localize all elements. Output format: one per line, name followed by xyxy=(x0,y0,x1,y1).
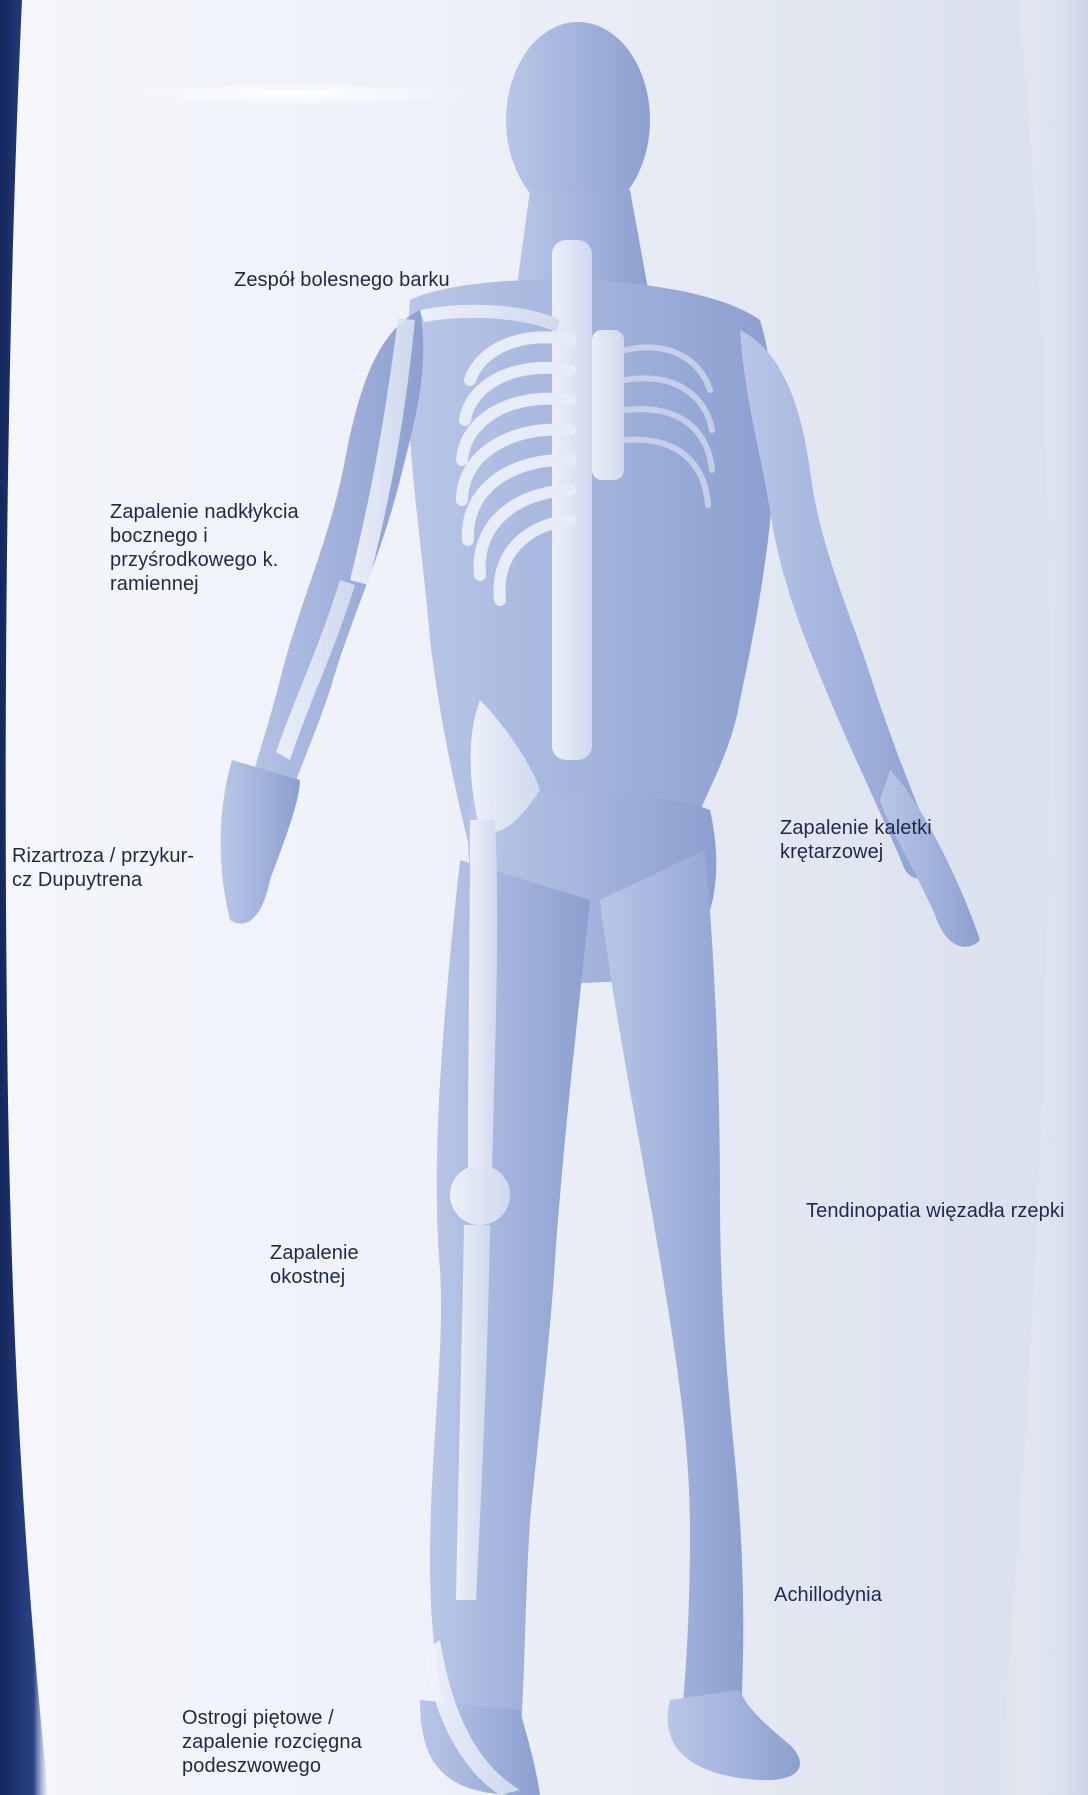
label-elbow-line-2: bocznego i xyxy=(110,524,299,548)
label-trochanteric-bursitis: Zapalenie kaletki krętarzowej xyxy=(780,816,932,864)
label-hand-line-1: Rizartroza / przykur- xyxy=(12,844,194,868)
label-rhizarthrosis: Rizartroza / przykur- cz Dupuytrena xyxy=(12,844,194,892)
label-shin-line-2: okostnej xyxy=(270,1265,359,1289)
label-shoulder-pain: Zespół bolesnego barku xyxy=(234,268,450,292)
label-achillodynia: Achillodynia xyxy=(774,1583,882,1607)
label-hip-line-2: krętarzowej xyxy=(780,840,932,864)
label-achilles-line-1: Achillodynia xyxy=(774,1583,882,1607)
label-heel-line-2: zapalenie rozcięgna xyxy=(182,1730,362,1754)
label-hip-line-1: Zapalenie kaletki xyxy=(780,816,932,840)
label-epicondylitis: Zapalenie nadkłykcia bocznego i przyśrod… xyxy=(110,500,299,596)
label-elbow-line-1: Zapalenie nadkłykcia xyxy=(110,500,299,524)
label-heel-spur: Ostrogi piętowe / zapalenie rozcięgna po… xyxy=(182,1706,362,1778)
label-hand-line-2: cz Dupuytrena xyxy=(12,868,194,892)
label-knee-line-1: Tendinopatia więzadła rzepki xyxy=(806,1199,1065,1223)
label-shoulder-line-1: Zespół bolesnego barku xyxy=(234,268,450,292)
label-heel-line-3: podeszwowego xyxy=(182,1754,362,1778)
label-patellar-tendinopathy: Tendinopatia więzadła rzepki xyxy=(806,1199,1065,1223)
label-heel-line-1: Ostrogi piętowe / xyxy=(182,1706,362,1730)
label-shin-line-1: Zapalenie xyxy=(270,1241,359,1265)
label-elbow-line-3: przyśrodkowego k. xyxy=(110,548,299,572)
label-periostitis: Zapalenie okostnej xyxy=(270,1241,359,1289)
label-elbow-line-4: ramiennej xyxy=(110,572,299,596)
